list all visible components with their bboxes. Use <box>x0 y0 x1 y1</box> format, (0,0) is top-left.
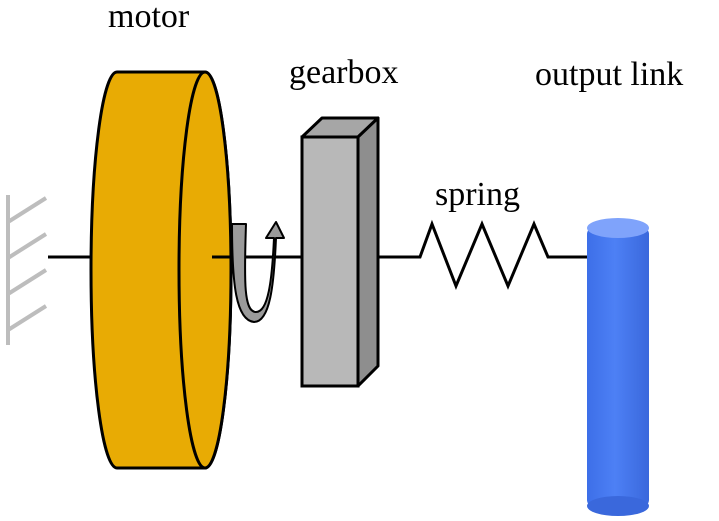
ground-hatch-icon <box>6 195 48 345</box>
motor-label: motor <box>108 0 190 35</box>
motor-face <box>177 70 233 470</box>
gearbox-label: gearbox <box>289 54 399 91</box>
output-link-label: output link <box>535 56 684 93</box>
rotation-arrow-icon <box>231 221 285 323</box>
output-link <box>587 218 649 516</box>
output-link-top <box>587 218 649 238</box>
spring-label: spring <box>435 176 520 213</box>
motor-body <box>89 70 233 470</box>
spring <box>378 219 590 291</box>
gearbox-block <box>300 116 380 388</box>
